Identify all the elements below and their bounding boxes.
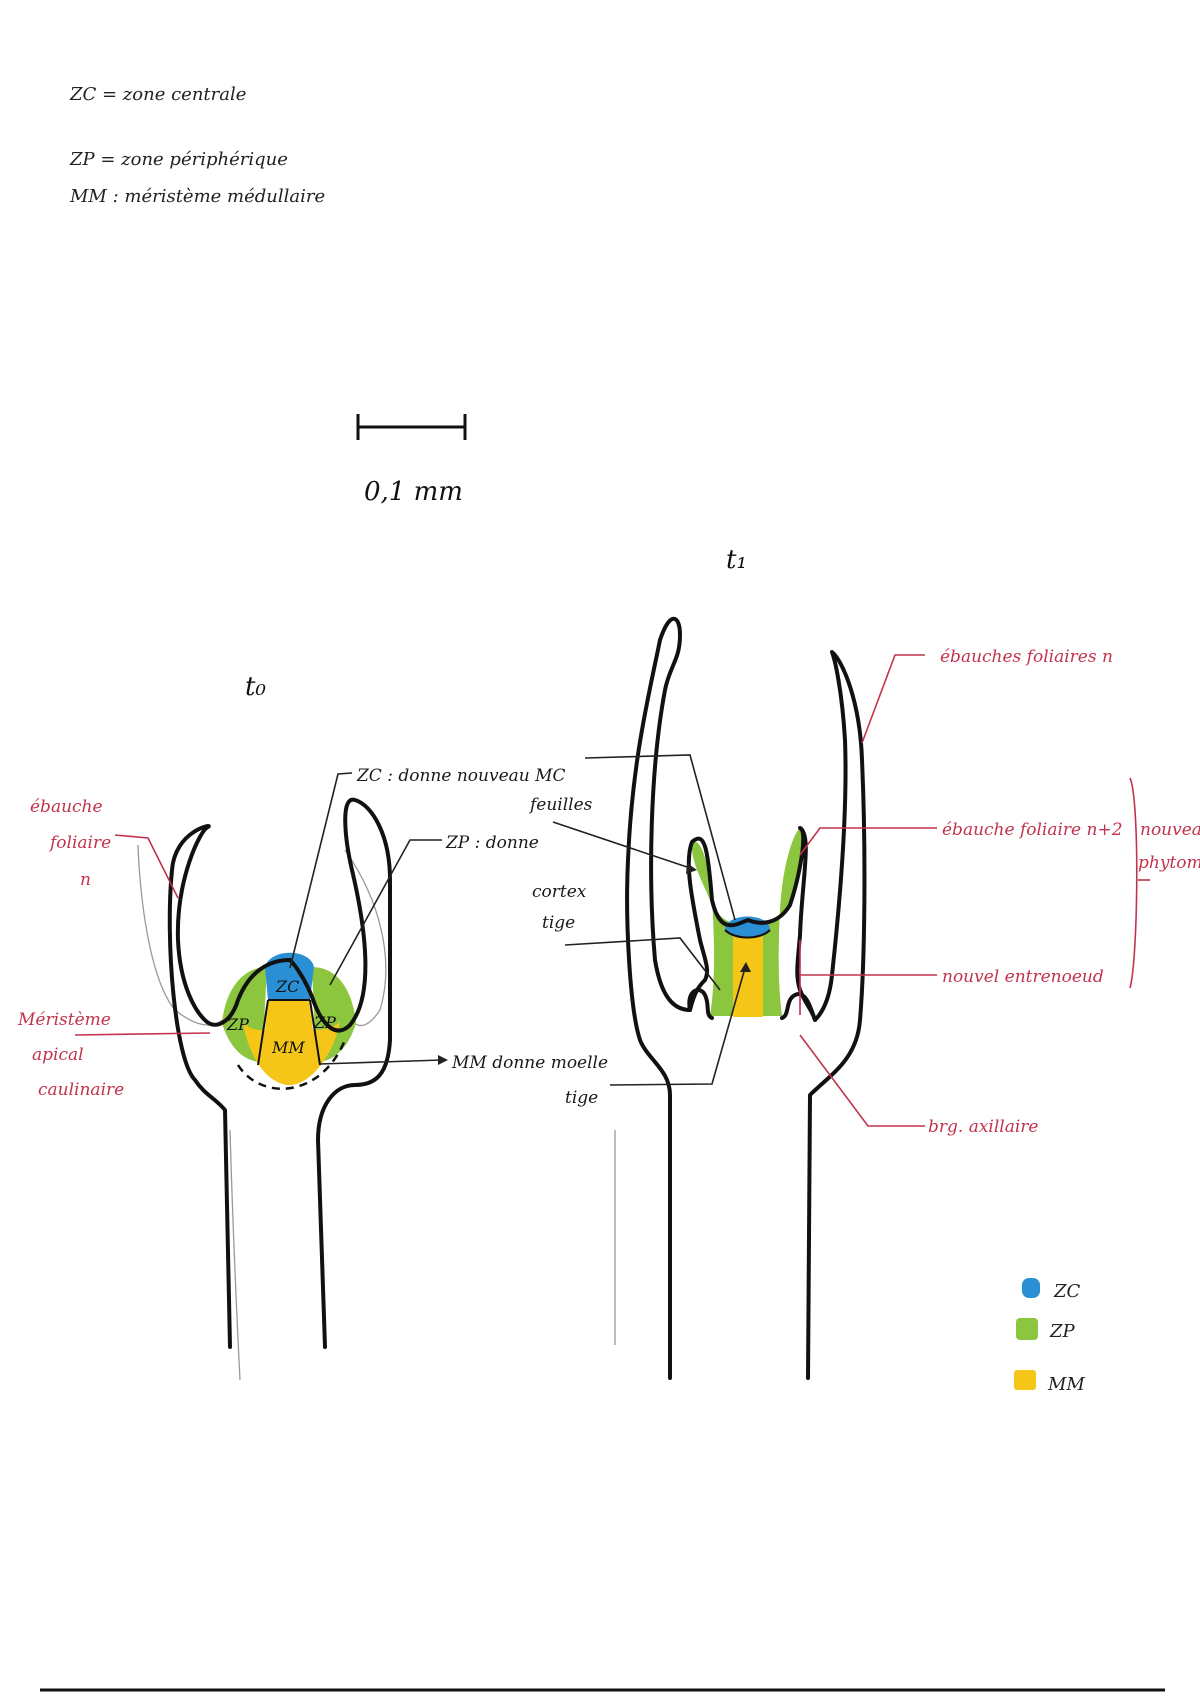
legend-line-mm: MM : méristème médullaire: [69, 186, 325, 207]
panel-t1-drawing: [614, 616, 867, 1380]
legend-label-mm: MM: [1047, 1374, 1085, 1395]
t0-meristeme-line-1: Méristème: [17, 1010, 111, 1030]
t0-mm-description-line-2: tige: [565, 1088, 598, 1108]
abbreviation-legend: ZC = zone centrale ZP = zone périphériqu…: [69, 84, 325, 207]
legend-swatch-mm: [1014, 1370, 1036, 1390]
t0-mm-description-line-1: MM donne moelle: [451, 1053, 608, 1073]
t0-cortex-line-2: tige: [542, 913, 575, 933]
legend-line-zp: ZP = zone périphérique: [69, 149, 288, 170]
legend-label-zp: ZP: [1049, 1321, 1076, 1342]
t1-phytomere-line-2: phytomère: [1138, 853, 1200, 873]
t0-meristeme-line-2: apical: [32, 1045, 84, 1065]
t1-ebauches-n-label: ébauches foliaires n: [940, 647, 1113, 667]
panel-t0-drawing: [137, 797, 392, 1381]
color-legend: ZC ZP MM: [1014, 1278, 1085, 1395]
t0-meristeme-line-3: caulinaire: [38, 1080, 124, 1100]
t0-ebauche-annotation: ébauche foliaire n: [30, 797, 111, 890]
t0-zc-region-label: ZC: [275, 977, 299, 996]
t0-zp-description: ZP : donne: [445, 833, 539, 853]
legend-swatch-zc: [1022, 1278, 1040, 1298]
legend-label-zc: ZC: [1053, 1281, 1081, 1302]
t1-nouvel-entrenoeud-label: nouvel entrenoeud: [942, 967, 1104, 987]
t1-phytomere-line-1: nouveau: [1140, 820, 1200, 840]
t0-mm-region-label: MM: [271, 1038, 305, 1057]
t1-ebauche-n2-label: ébauche foliaire n+2: [942, 820, 1123, 840]
t0-feuilles-label: feuilles: [528, 795, 593, 815]
legend-swatch-zp: [1016, 1318, 1038, 1340]
t0-cortex-line-1: cortex: [532, 882, 587, 902]
t1-bourgeon-axillaire-label: brg. axillaire: [928, 1117, 1039, 1137]
scale-bar: 0,1 mm: [356, 414, 467, 507]
t0-zp-left-label: ZP: [226, 1015, 249, 1034]
t1-outline: [625, 616, 867, 1380]
t0-meristeme-annotation: Méristème apical caulinaire: [17, 1010, 124, 1100]
panel-title-t1: t₁: [726, 545, 747, 575]
scale-bar-label: 0,1 mm: [364, 477, 463, 507]
panel-title-t0: t₀: [245, 672, 266, 702]
t0-ebauche-line-2: foliaire: [48, 833, 111, 853]
t0-zc-description: ZC : donne nouveau MC: [356, 766, 566, 786]
legend-line-zc: ZC = zone centrale: [69, 84, 246, 105]
t0-ebauche-line-1: ébauche: [30, 797, 103, 817]
t0-outline: [167, 797, 392, 1349]
t0-zp-right-label: ZP: [313, 1013, 336, 1032]
t0-ebauche-line-3: n: [80, 870, 91, 890]
